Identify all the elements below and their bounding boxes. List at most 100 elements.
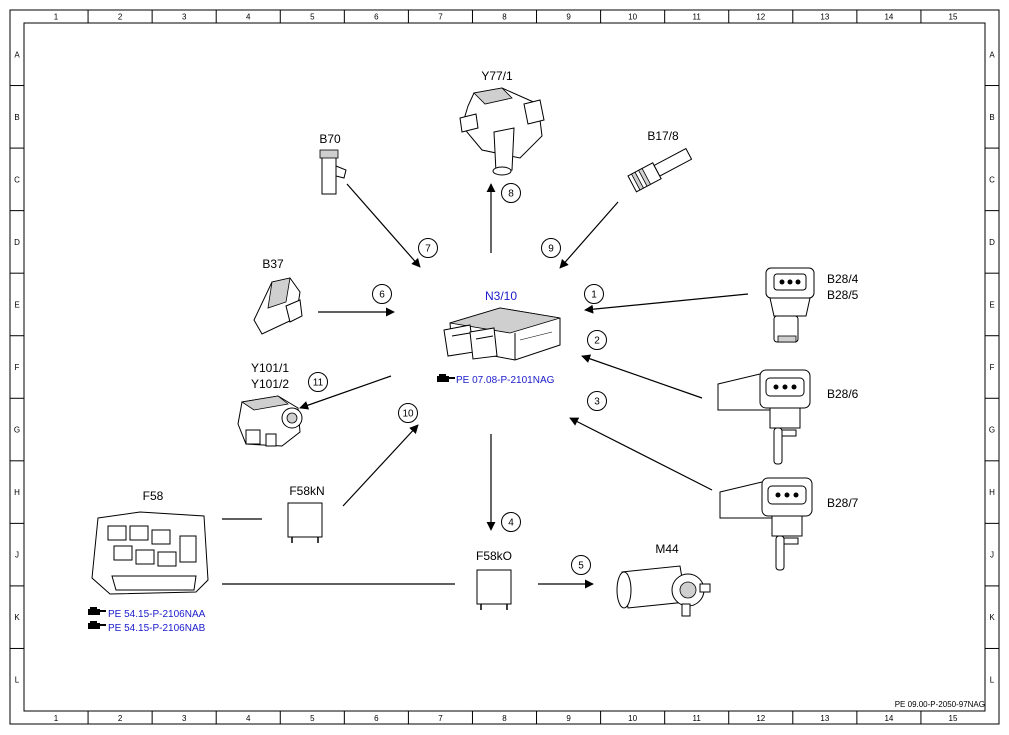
svg-text:6: 6 [379,290,385,301]
grid-col-bottom-7: 7 [438,714,443,723]
connection-line-3 [569,417,713,491]
pressure-sensor-b28-4-icon [765,267,815,343]
b28-5-label: B28/5 [827,288,859,302]
circle-3: 3 [587,391,607,411]
grid-col-top-9: 9 [566,13,571,22]
connection-line-10 [342,424,419,507]
component-m44[interactable]: M44 [616,542,711,617]
grid-col-bottom-5: 5 [310,714,315,723]
component-y101[interactable]: Y101/1 Y101/2 [237,361,303,447]
grid-col-top-8: 8 [502,13,507,22]
grid-col-bottom-13: 13 [820,714,829,723]
pressure-sensor-b28-6-icon [717,369,811,465]
circle-7: 7 [418,238,438,258]
component-f58kn[interactable]: F58kN [287,484,325,543]
grid-row-left-L: L [15,676,20,685]
svg-text:4: 4 [508,518,514,529]
grid-col-top-15: 15 [949,13,958,22]
grid-row-left-K: K [14,613,20,622]
component-b37[interactable]: B37 [253,257,303,335]
grid-col-bottom-14: 14 [884,714,893,723]
grid-col-top-2: 2 [118,13,123,22]
b28-6-label: B28/6 [827,387,859,401]
b70-label: B70 [319,132,341,146]
ecu-ref-link[interactable]: PE 07.08-P-2101NAG [456,375,555,386]
grid-row-left-E: E [14,300,19,309]
svg-text:2: 2 [594,336,600,347]
grid-col-bottom-9: 9 [566,714,571,723]
fuse-box-icon [91,511,209,595]
svg-text:1: 1 [591,290,597,301]
pressure-sensor-b28-7-icon [719,477,813,571]
grid-col-bottom-3: 3 [182,714,187,723]
grid-row-left-H: H [14,488,20,497]
solenoid-valve-icon [237,395,303,447]
relay-f58ko-icon [476,569,512,610]
grid-col-top-1: 1 [54,13,59,22]
grid-row-right-C: C [989,175,995,184]
circle-8: 8 [501,183,521,203]
f58-label: F58 [143,489,164,503]
grid-col-top-10: 10 [628,13,637,22]
svg-text:10: 10 [402,409,414,420]
grid-col-bottom-4: 4 [246,714,251,723]
footer-code: PE 09.00-P-2050-97NAG [895,700,985,709]
grid-col-bottom-1: 1 [54,714,59,723]
grid-row-right-K: K [989,613,995,622]
pointing-hand-icon [88,621,106,629]
f58-ref-2[interactable]: PE 54.15-P-2106NAB [88,621,206,634]
grid-row-left-F: F [15,363,20,372]
y77-1-label: Y77/1 [481,69,513,83]
ecu-drawing-icon [443,307,561,361]
f58-ref-link-2[interactable]: PE 54.15-P-2106NAB [108,623,206,634]
temperature-sensor-icon [627,147,693,193]
grid-row-right-B: B [989,113,994,122]
grid-row-left-D: D [14,238,20,247]
component-b70[interactable]: B70 [319,132,347,195]
ecu-n3-10[interactable]: N3/10 PE 07.08-P-2101NAG [437,289,561,386]
f58ko-label: F58kO [476,549,512,563]
grid-col-bottom-15: 15 [949,714,958,723]
grid-col-top-13: 13 [820,13,829,22]
grid-col-top-4: 4 [246,13,251,22]
ecu-ref[interactable]: PE 07.08-P-2101NAG [437,374,555,386]
component-b17-8[interactable]: B17/8 [627,129,693,193]
grid-col-bottom-6: 6 [374,714,379,723]
grid-col-bottom-10: 10 [628,714,637,723]
component-y77-1[interactable]: Y77/1 [459,69,545,176]
grid-row-left-C: C [14,175,20,184]
grid-row-right-G: G [989,426,995,435]
b28-7-label: B28/7 [827,496,859,510]
component-b28-7[interactable]: B28/7 [719,477,859,571]
m44-label: M44 [655,542,679,556]
component-b28-4-5[interactable]: B28/4 B28/5 [765,267,859,343]
grid-row-right-L: L [990,676,995,685]
component-f58[interactable]: F58 PE 54.15-P-2106NAA [88,489,209,634]
grid-row-left-B: B [14,113,19,122]
component-b28-6[interactable]: B28/6 [717,369,859,465]
f58-ref-link-1[interactable]: PE 54.15-P-2106NAA [108,609,206,620]
connection-line-11 [299,375,392,410]
svg-text:9: 9 [548,244,554,255]
component-f58ko[interactable]: F58kO [476,549,512,610]
circle-9: 9 [541,238,561,258]
svg-text:5: 5 [578,561,584,572]
y101-2-label: Y101/2 [251,377,289,391]
grid-col-top-7: 7 [438,13,443,22]
grid-col-bottom-8: 8 [502,714,507,723]
f58-ref-1[interactable]: PE 54.15-P-2106NAA [88,607,206,620]
f58kn-label: F58kN [289,484,324,498]
connections [222,183,749,589]
grid-row-right-D: D [989,238,995,247]
grid-col-top-14: 14 [884,13,893,22]
svg-text:7: 7 [425,244,431,255]
connection-line-9 [559,201,619,269]
sensor-b70-icon [319,149,347,195]
drawing-frame: 1122334455667788991010111112121313141415… [9,9,1000,725]
pointing-hand-icon [437,374,455,382]
grid-row-right-F: F [990,363,995,372]
circle-2: 2 [587,330,607,350]
grid-col-bottom-12: 12 [756,714,765,723]
grid-col-top-6: 6 [374,13,379,22]
